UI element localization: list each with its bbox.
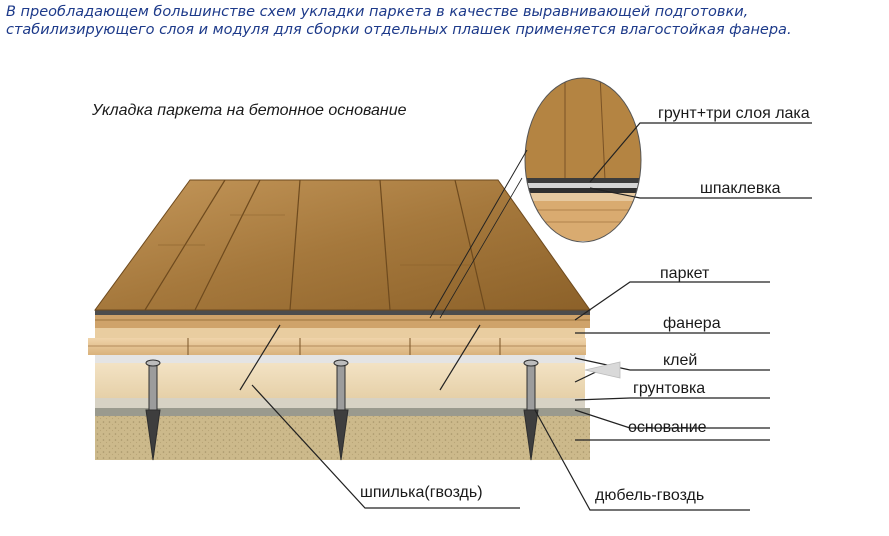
zoom-detail [429, 77, 642, 319]
stud-nail [333, 359, 349, 461]
stud-nail [145, 359, 161, 461]
label-glue: клей [663, 352, 697, 369]
stud-nails [145, 359, 539, 461]
label-stud: шпилька(гвоздь) [360, 484, 483, 501]
label-dowel: дюбель-гвоздь [595, 487, 704, 504]
label-primer: грунтовка [633, 380, 705, 397]
label-primer-lacquer: грунт+три слоя лака [658, 105, 810, 122]
label-base: основание [628, 419, 707, 436]
label-plywood: фанера [663, 315, 721, 332]
parquet-edge-layer [95, 310, 590, 328]
parquet-top-surface [94, 179, 591, 311]
label-parquet: паркет [660, 265, 710, 282]
stud-nail [523, 359, 539, 461]
plywood-layer [88, 328, 586, 355]
label-putty: шпаклевка [700, 180, 781, 197]
diagram-title: Укладка паркета на бетонное основание [91, 102, 407, 119]
bracket-arrow [584, 361, 621, 379]
intro-paragraph: В преобладающем большинстве схем укладки… [6, 4, 792, 38]
leader-lines [239, 122, 812, 511]
